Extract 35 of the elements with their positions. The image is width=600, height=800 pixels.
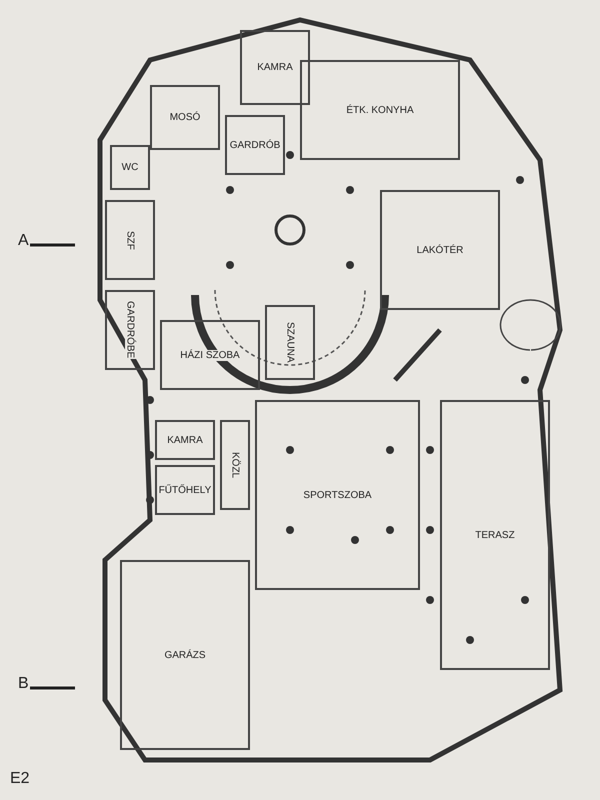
room-outline — [160, 320, 260, 390]
room-name: GARDRÓBE — [124, 301, 136, 359]
room-outline — [155, 420, 215, 460]
room-name: LAKÓTÉR — [416, 244, 464, 256]
room-name: MOSÓ — [170, 112, 200, 123]
room-name: FŰTŐHELY — [158, 484, 212, 496]
room-name: WC — [122, 162, 138, 173]
room-name: KAMRA — [257, 62, 293, 73]
room-outline — [150, 85, 220, 150]
room-name: KÖZL — [230, 452, 240, 478]
room-outline — [440, 400, 550, 670]
room-outline — [255, 400, 420, 590]
room-outline — [105, 200, 155, 280]
room-outline — [380, 190, 500, 310]
room-name: GARÁZS — [164, 650, 206, 660]
room-outline — [110, 145, 150, 190]
room-name: SZAUNA — [284, 322, 296, 363]
section-marker: B — [18, 675, 29, 693]
room-name: SPORTSZOBA — [303, 490, 372, 500]
room-name: KAMRA — [167, 434, 203, 446]
room-outline — [155, 465, 215, 515]
section-marker: E2 — [10, 770, 30, 788]
room-name: HÁZI SZOBA — [180, 350, 240, 360]
section-marker: A — [18, 232, 29, 250]
room-outline — [120, 560, 250, 750]
room-outline — [240, 30, 310, 105]
room-name: SZF — [124, 230, 136, 250]
room-outline — [105, 290, 155, 370]
room-outline — [300, 60, 460, 160]
room-name: GARDRÓB — [230, 140, 280, 150]
room-outline — [265, 305, 315, 380]
room-name: ÉTK. KONYHA — [346, 104, 414, 116]
room-outline — [220, 420, 250, 510]
room-outline — [225, 115, 285, 175]
room-name: TERASZ — [475, 530, 515, 540]
